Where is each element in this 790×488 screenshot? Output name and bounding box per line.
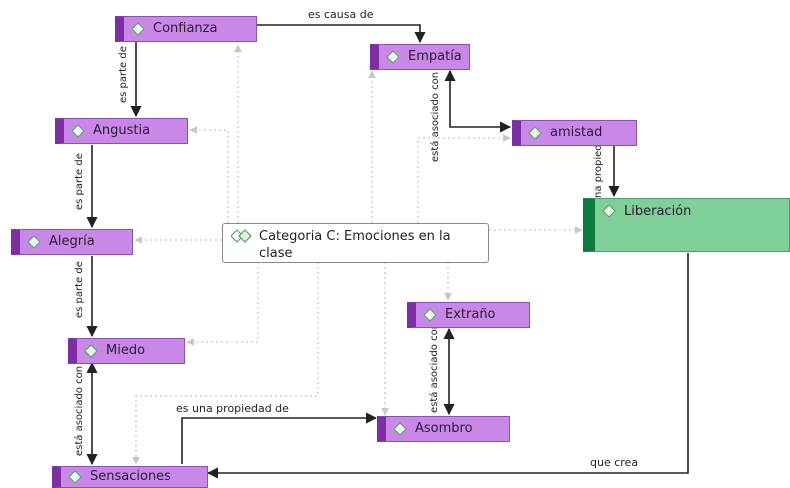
node-label: Extraño — [445, 307, 496, 322]
category-note[interactable]: Categoria C: Emociones en la clase — [222, 223, 489, 263]
diamond-icon — [68, 470, 82, 484]
link-to-angustia — [189, 126, 229, 228]
edge-label-es-parte-de-1: es parte de — [118, 46, 129, 103]
edge-label-propiedad-amistad-liberacion: na propieda — [593, 138, 604, 198]
node-label: Confianza — [153, 21, 218, 36]
diamond-icon — [84, 344, 98, 358]
node-label: Sensaciones — [90, 469, 171, 484]
node-empatia[interactable]: Empatía — [370, 44, 470, 70]
node-label: Miedo — [106, 343, 146, 358]
node-extrano[interactable]: Extraño — [407, 302, 530, 328]
diamond-icon — [131, 22, 145, 36]
node-label: Angustia — [93, 123, 151, 138]
node-liberacion[interactable]: Liberación — [583, 198, 790, 252]
node-angustia[interactable]: Angustia — [55, 118, 188, 144]
diamond-icon — [602, 204, 616, 218]
node-label: Alegría — [49, 234, 95, 249]
diamond-icon — [27, 235, 41, 249]
node-label: Liberación — [624, 204, 692, 219]
link-to-sensaciones — [132, 262, 319, 465]
node-miedo[interactable]: Miedo — [68, 338, 185, 364]
relation-edges — [86, 24, 689, 479]
edge-label-es-una-propiedad-de: es una propiedad de — [176, 402, 289, 415]
edge-label-es-parte-de-2: es parte de — [74, 153, 85, 210]
edge-label-es-parte-de-3: es parte de — [74, 261, 85, 318]
diamond-icon — [386, 50, 400, 64]
node-amistad[interactable]: amistad — [512, 120, 637, 146]
edge-sensaciones-asombro — [181, 412, 378, 464]
note-diamond-icon — [231, 229, 253, 243]
edge-label-asociado-miedo-sensaciones: está asociado con — [73, 366, 85, 456]
node-label: Empatía — [408, 49, 462, 64]
link-to-miedo — [186, 262, 259, 346]
node-alegria[interactable]: Alegría — [11, 229, 133, 255]
edge-label-asociado-extrano-asombro: está asociado con — [428, 323, 440, 413]
edge-label-asociado-empatia-amistad: está asociado con — [429, 72, 441, 162]
link-to-amistad — [417, 134, 511, 228]
node-label: amistad — [550, 125, 603, 140]
diamond-icon — [528, 126, 542, 140]
edge-label-es-causa-de: es causa de — [308, 8, 374, 21]
edge-empatia-amistad — [444, 69, 512, 133]
category-links — [132, 44, 583, 465]
node-confianza[interactable]: Confianza — [115, 16, 257, 42]
diamond-icon — [393, 422, 407, 436]
note-label: Categoria C: Emociones en la clase — [259, 229, 451, 261]
node-sensaciones[interactable]: Sensaciones — [52, 466, 208, 488]
node-label: Asombro — [415, 421, 473, 436]
edge-confianza-empatia — [257, 24, 426, 44]
edge-label-que-crea: que crea — [590, 456, 638, 469]
edge-liberacion-sensaciones — [206, 253, 689, 479]
diamond-icon — [423, 308, 437, 322]
diamond-icon — [71, 124, 85, 138]
node-asombro[interactable]: Asombro — [377, 416, 510, 442]
